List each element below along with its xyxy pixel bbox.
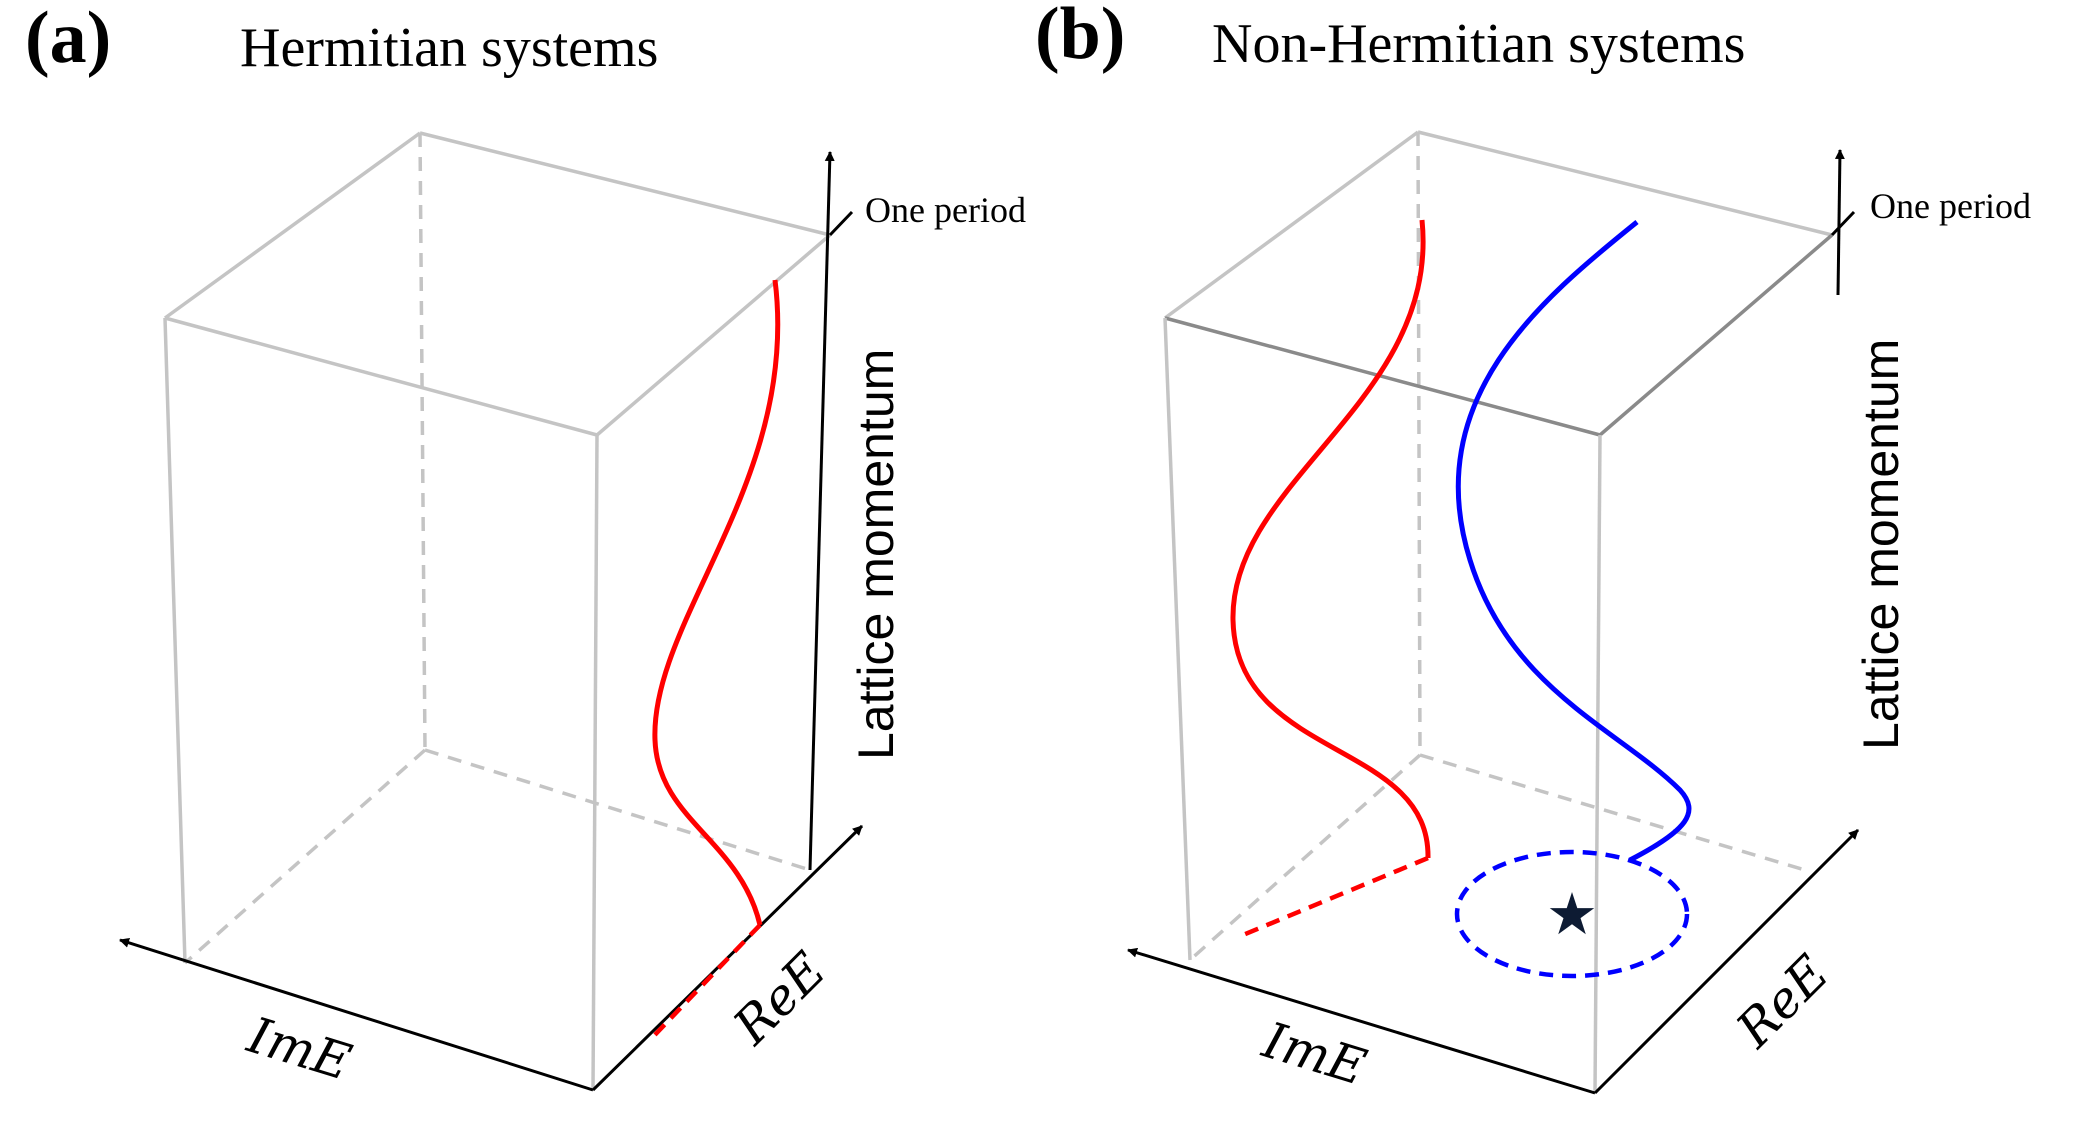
- panel-a-label-ime: ImE: [241, 1006, 358, 1092]
- panel-a-label-k: Lattice momentum: [848, 349, 904, 760]
- panel-a: (a) Hermitian systems ImE R: [25, 0, 1026, 1092]
- panel-b-title: Non-Hermitian systems: [1212, 13, 1745, 75]
- panel-b-band-blue: [1455, 220, 1692, 863]
- panel-a-band-red: [652, 279, 781, 926]
- panel-a-axis-ime: [119, 937, 594, 1092]
- panel-b-band-blue-projection: [1454, 849, 1690, 979]
- panel-b-band-red-projection: [1242, 855, 1429, 938]
- panel-b-note: One period: [1870, 186, 2031, 226]
- panel-a-label: (a): [25, 0, 111, 79]
- panel-b-label: (b): [1035, 0, 1125, 75]
- panel-b-label-ime: ImE: [1256, 1011, 1373, 1097]
- panel-a-period-tick: [828, 210, 854, 237]
- panel-b-box: [1163, 130, 1834, 1094]
- panel-b-label-ree: ReE: [1725, 944, 1840, 1059]
- panel-b-period-tick: [1830, 210, 1856, 237]
- panel-a-title: Hermitian systems: [240, 17, 658, 79]
- panel-a-box: [163, 131, 832, 1091]
- panel-a-axes: [119, 151, 864, 1092]
- panel-b-axis-ime: [1127, 947, 1596, 1095]
- panel-b: (b) Non-Hermitian systems: [1035, 0, 2031, 1097]
- panel-a-note: One period: [865, 190, 1026, 230]
- panel-b-band-red: [1230, 219, 1431, 859]
- panel-b-axis-ree: [1593, 828, 1860, 1095]
- panel-a-band-red-projection: [648, 923, 762, 1042]
- panel-b-axis-k: [1834, 149, 1845, 296]
- panel-b-axes: [1127, 149, 1860, 1095]
- panel-b-star-icon: ★: [1546, 880, 1598, 948]
- panel-a-hidden-edges: [183, 132, 811, 965]
- panel-b-label-k: Lattice momentum: [1853, 339, 1909, 750]
- panel-b-hidden-edges: [1188, 131, 1806, 962]
- panel-a-axis-k: [808, 151, 835, 871]
- panel-a-label-ree: ReE: [722, 941, 837, 1056]
